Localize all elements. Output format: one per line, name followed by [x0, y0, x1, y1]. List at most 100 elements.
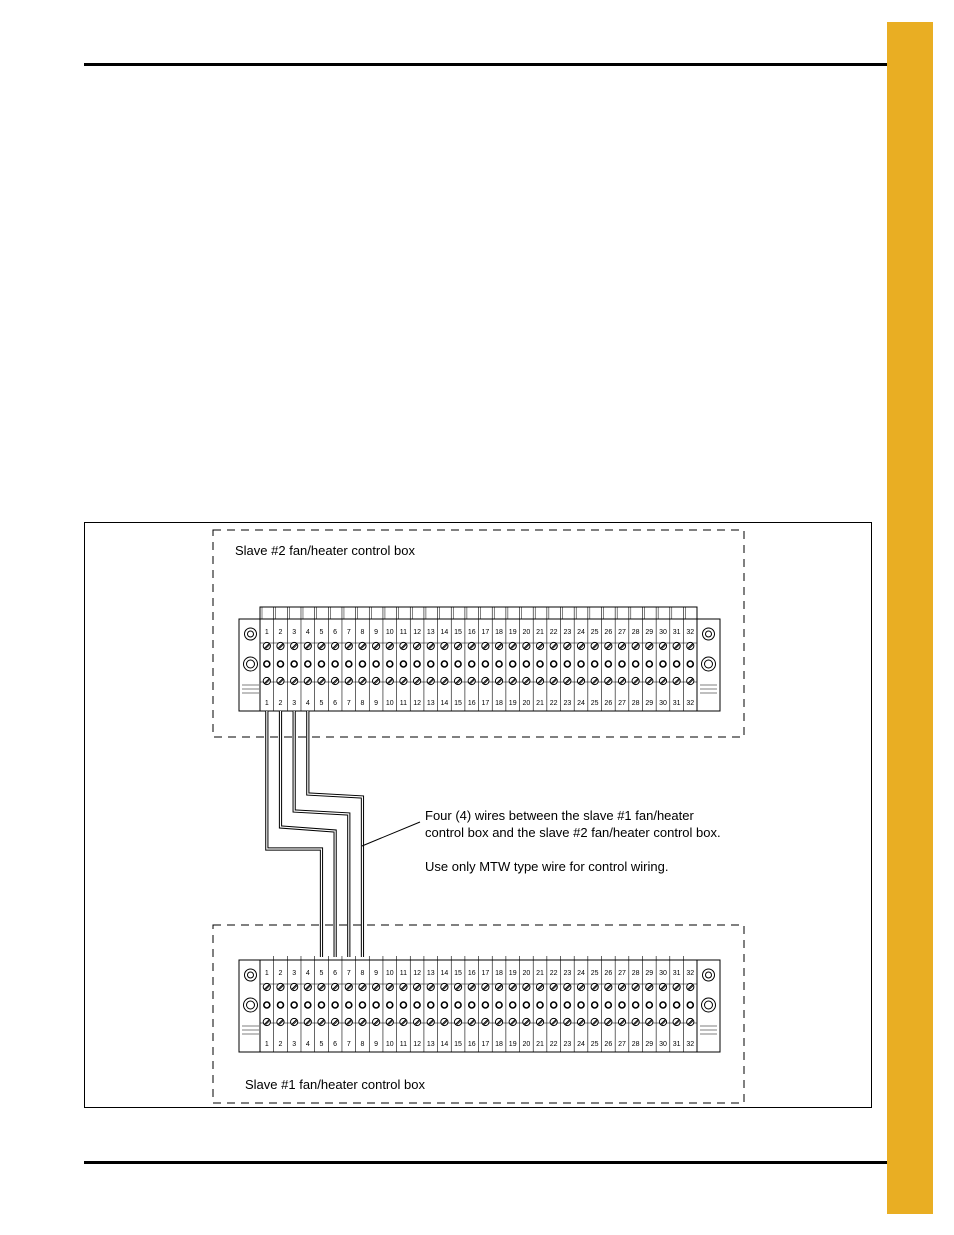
terminal-screw-bottom [576, 676, 586, 686]
terminal-screw-top [426, 641, 435, 651]
terminal-clamp [426, 1001, 435, 1009]
terminal-label-bottom: 27 [618, 700, 626, 707]
terminal-label-top: 20 [522, 970, 530, 977]
terminal-screw-bottom [358, 676, 367, 686]
terminal-screw-top [494, 982, 504, 992]
terminal-screw-top [563, 641, 572, 651]
terminal-label-bottom: 31 [673, 700, 681, 707]
slave1-label: Slave #1 fan/heater control box [245, 1077, 425, 1092]
terminal-label-bottom: 26 [604, 700, 612, 707]
terminal-clamp [659, 660, 667, 668]
terminal-label-top: 11 [400, 629, 407, 636]
terminal-screw-top [426, 982, 435, 992]
terminal-screw-top [276, 982, 285, 992]
terminal-label-bottom: 23 [563, 700, 571, 707]
terminal-screw-bottom [440, 676, 449, 686]
terminal-label-top: 20 [522, 629, 530, 636]
terminal-label-bottom: 16 [468, 700, 476, 707]
terminal-label-top: 16 [468, 629, 476, 636]
terminal-label-bottom: 28 [632, 700, 640, 707]
terminal-screw-top [303, 982, 312, 992]
terminal-screw-bottom [426, 676, 435, 686]
terminal-label-bottom: 13 [427, 700, 435, 707]
terminal-label-top: 28 [632, 970, 640, 977]
terminal-label-top: 1 [265, 629, 269, 636]
terminal-label-bottom: 2 [279, 700, 283, 707]
terminal-label-top: 2 [279, 970, 283, 977]
terminal-screw-top [604, 641, 613, 651]
terminal-clamp [618, 660, 626, 668]
terminal-screw-bottom [399, 676, 408, 686]
terminal-label-top: 23 [563, 970, 571, 977]
terminal-label-top: 8 [360, 970, 364, 977]
terminal-screw-bottom [276, 1017, 285, 1027]
terminal-label-top: 21 [536, 629, 544, 636]
terminal-screw-top [508, 982, 517, 992]
terminal-screw-top [522, 982, 531, 992]
terminal-screw-top [481, 641, 490, 651]
terminal-screw-top [344, 982, 353, 992]
terminal-label-top: 6 [333, 629, 337, 636]
terminal-clamp [263, 1001, 271, 1009]
terminal-label-top: 9 [374, 970, 378, 977]
terminal-screw-bottom [317, 1017, 326, 1027]
terminal-screw-top [303, 641, 312, 651]
terminal-screw-top [617, 982, 627, 992]
terminal-screw-bottom [344, 676, 353, 686]
terminal-label-top: 3 [292, 629, 296, 636]
terminal-label-bottom: 12 [413, 700, 421, 707]
terminal-clamp [440, 660, 449, 668]
terminal-label-bottom: 20 [522, 1041, 530, 1048]
slave1-box-outline [212, 924, 745, 1104]
terminal-label-bottom: 7 [347, 700, 351, 707]
terminal-screw-top [481, 982, 490, 992]
terminal-screw-top [290, 982, 299, 992]
terminal-screw-bottom [453, 1017, 463, 1027]
terminal-screw-top [467, 982, 476, 992]
terminal-label-bottom: 21 [536, 700, 544, 707]
strip-body [238, 959, 721, 1053]
terminal-label-top: 24 [577, 629, 585, 636]
terminal-clamp [495, 660, 503, 668]
terminal-clamp [454, 1001, 462, 1009]
terminal-clamp [344, 1001, 353, 1009]
terminal-label-top: 7 [347, 629, 351, 636]
terminal-clamp [508, 1001, 517, 1009]
terminal-label-bottom: 32 [686, 1041, 694, 1048]
terminal-label-bottom: 31 [673, 1041, 681, 1048]
terminal-screw-bottom [385, 1017, 394, 1027]
terminal-screw-bottom [453, 676, 463, 686]
terminal-label-bottom: 27 [618, 1041, 626, 1048]
terminal-label-bottom: 20 [522, 700, 530, 707]
terminal-clamp [577, 1001, 585, 1009]
terminal-clamp [522, 1001, 531, 1009]
terminal-label-bottom: 30 [659, 700, 667, 707]
terminal-label-top: 10 [386, 629, 394, 636]
terminal-screw-top [440, 982, 449, 992]
terminal-screw-bottom [672, 676, 681, 686]
terminal-label-top: 29 [645, 970, 653, 977]
terminal-clamp [590, 1001, 599, 1009]
terminal-screw-top [631, 641, 640, 651]
terminal-screw-top [399, 982, 408, 992]
terminal-clamp [522, 660, 531, 668]
terminal-label-top: 12 [413, 970, 421, 977]
slave2-label: Slave #2 fan/heater control box [235, 543, 415, 558]
terminal-screw-bottom [590, 676, 599, 686]
terminal-label-top: 24 [577, 970, 585, 977]
terminal-screw-bottom [645, 676, 654, 686]
terminal-screw-top [385, 982, 394, 992]
terminal-clamp [358, 1001, 367, 1009]
terminal-label-bottom: 15 [454, 1041, 462, 1048]
terminal-label-top: 9 [374, 629, 378, 636]
terminal-screw-bottom [631, 1017, 640, 1027]
terminal-label-top: 1 [265, 970, 269, 977]
terminal-label-top: 19 [509, 629, 517, 636]
terminal-clamp [440, 1001, 449, 1009]
terminal-label-bottom: 5 [320, 1041, 324, 1048]
terminal-label-top: 31 [673, 970, 681, 977]
terminal-label-top: 22 [550, 970, 558, 977]
terminal-label-bottom: 26 [604, 1041, 612, 1048]
terminal-clamp [276, 660, 285, 668]
terminal-screw-bottom [604, 676, 613, 686]
